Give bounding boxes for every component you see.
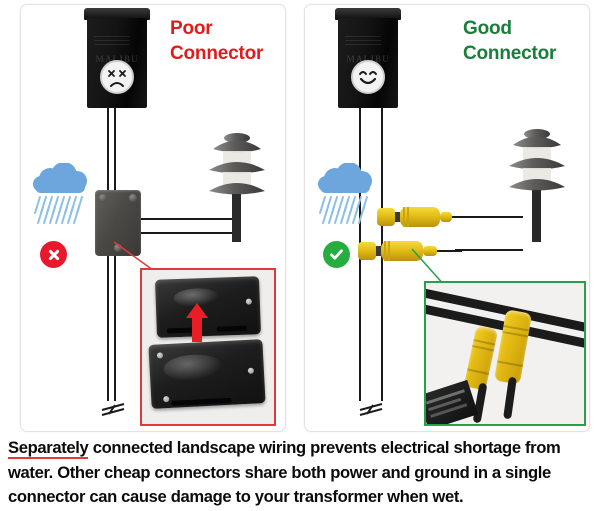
inset-photo-poor-connector [140,268,276,426]
caption-rest: connected landscape wiring prevents elec… [8,438,561,506]
leader-line-good [410,247,470,289]
happy-face-icon [351,60,385,94]
panel-poor-title: Poor Connector [170,16,263,66]
panel-poor-title-line2: Connector [170,43,264,64]
box-screw-icon [114,244,122,252]
sad-face-icon [100,60,134,94]
yellow-waterproof-connector-bottom [358,238,462,264]
wire-to-lamp-bottom [141,232,241,234]
wire-to-lamp-top [455,216,523,218]
pagoda-landscape-light-good [503,120,571,244]
wire-to-lamp-top [141,218,241,220]
wire-to-lamp-bottom [455,249,523,251]
wire-break-zigzag-icon [99,398,127,425]
x-circle-icon [40,241,67,268]
inset-photo-good-connector [424,281,586,426]
transformer-vent [345,40,382,41]
connector-lead-wire [503,376,517,420]
rain-cloud-icon-poor [30,162,92,229]
panel-good-title: Good Connector [463,16,556,66]
rain-cloud-icon-good [315,162,377,229]
panel-good-title-line2: Connector [463,43,557,64]
wire-break-zigzag-icon [357,398,385,425]
yellow-waterproof-connector-top [377,204,461,230]
caption-underlined-word: Separately [8,438,89,459]
transformer-vent [94,36,131,37]
transformer-vent [94,40,131,41]
transformer-good: MALIBU [335,8,401,108]
panel-poor-title-line1: Poor [170,18,213,39]
transformer-vent [345,44,382,45]
transformer-brand-label: MALIBU [95,54,139,64]
red-up-arrow-icon [184,302,210,349]
transformer-cap [84,8,150,20]
box-screw-icon [99,194,107,202]
transformer-poor: MALIBU [84,8,150,108]
caption-text: Separately connected landscape wiring pr… [8,436,604,510]
panel-good-title-line1: Good [463,18,512,39]
box-screw-icon [129,194,137,202]
yellow-connector-photo-left [463,325,499,391]
pagoda-landscape-light-poor [203,124,271,244]
junction-box-half-bottom [148,339,266,409]
transformer-vent [345,36,382,37]
transformer-cap [335,8,401,20]
check-circle-icon [323,241,350,268]
transformer-brand-label: MALIBU [346,54,390,64]
transformer-vent [94,44,131,45]
